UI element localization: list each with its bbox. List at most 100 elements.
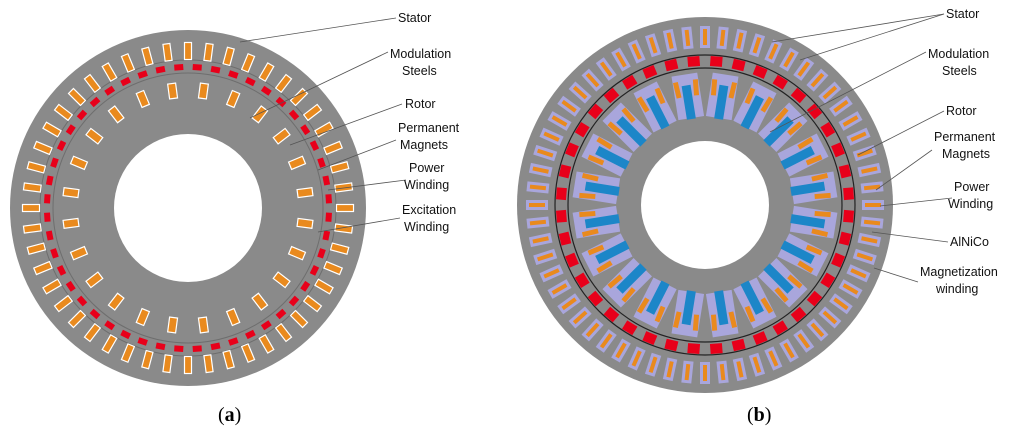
machine-a-permanent-magnet: [44, 212, 51, 222]
leader-line: [873, 267, 919, 283]
machine-a-power-coil: [323, 260, 344, 276]
machine-b-power-coil: [599, 61, 613, 77]
machine-a-power-coil: [67, 87, 87, 107]
machine-a-excitation-coil: [296, 186, 314, 199]
leader-line: [769, 51, 927, 133]
machine-b-power-coil: [833, 99, 849, 113]
machine-b-magnetization-coil: [814, 192, 831, 200]
machine-b-magnetization-coil: [579, 192, 596, 200]
machine-b-power-coil: [797, 333, 811, 349]
label-b-magnetization-line1: Magnetization: [920, 265, 998, 279]
machine-b-power-coil: [861, 166, 878, 174]
machine-b-power-coil: [842, 115, 859, 127]
machine-b-alnico: [616, 263, 647, 294]
machine-b-magnetization-coil: [774, 107, 789, 123]
machine-b-power-coil: [810, 322, 825, 338]
machine-b-permanent-magnet: [558, 231, 572, 246]
machine-a-power-coil: [83, 73, 102, 94]
machine-b-power-coil: [863, 219, 881, 226]
machine-a-power-coil: [42, 278, 62, 295]
machine-a-excitation-coil: [135, 307, 151, 327]
machine-b-magnetization-coil: [760, 96, 774, 113]
machine-a-shaft-bore: [114, 134, 262, 282]
machine-b-power-coil: [631, 43, 642, 60]
machine-a-permanent-magnet: [76, 109, 88, 121]
label-a-pm-line1: Permanent: [398, 121, 460, 135]
label-b-rotor: Rotor: [946, 104, 977, 118]
machine-b-magnetization-coil: [760, 297, 774, 314]
machine-a-power-coil: [274, 322, 293, 343]
machine-a-airgap-inner: [52, 72, 324, 344]
machine-a-power-coil: [101, 334, 118, 354]
machine-b-magnetization-coil: [744, 305, 756, 323]
machine-a-power-coil: [22, 223, 42, 234]
machine-b-power-coil: [719, 29, 726, 47]
caption-a-letter: a: [225, 404, 235, 426]
machine-a: [10, 30, 366, 386]
machine-a-excitation-coil: [62, 186, 80, 199]
machine-a-power-coil: [203, 354, 214, 374]
leader-line: [239, 17, 397, 43]
machine-b-power-coil: [850, 268, 867, 279]
machine-b-power-coil: [736, 32, 744, 49]
machine-b-magnetization-coil: [728, 81, 738, 99]
machine-b-power-coil: [585, 72, 600, 88]
labels-b: Stator Modulation Steels Rotor Permanent…: [920, 7, 998, 296]
leader-line: [857, 110, 945, 156]
machine-a-permanent-magnet: [137, 70, 148, 79]
machine-a-permanent-magnet: [174, 64, 184, 71]
leader-line: [327, 179, 407, 191]
machine-b-magnetization-coil: [805, 244, 823, 256]
machine-b-magnetization-coil: [607, 274, 623, 289]
caption-a: (a): [218, 404, 241, 426]
machine-b-permanent-magnet: [622, 320, 638, 336]
machine-b-power-coil: [842, 283, 859, 295]
machine-b-power-coil: [551, 283, 568, 295]
machine-b: [517, 17, 893, 393]
machine-b-permanent-magnet: [622, 74, 638, 90]
machine-a-power-coil: [302, 103, 323, 122]
machine-b-magnetization-coil: [621, 107, 636, 123]
machine-b-magnetization-coil: [787, 121, 803, 136]
machine-b-alnico: [780, 146, 815, 170]
label-a-power-line2: Winding: [404, 178, 449, 192]
machine-b-magnetization-coil: [692, 314, 700, 331]
machine-a-permanent-magnet: [174, 345, 184, 352]
machine-b-airgap-outer: [554, 54, 856, 356]
machine-b-permanent-magnet: [731, 338, 746, 352]
machine-b-permanent-magnet: [687, 55, 701, 67]
machine-a-power-coil: [21, 203, 41, 213]
label-a-excitation-line1: Excitation: [402, 203, 456, 217]
machine-a-permanent-magnet: [120, 76, 132, 87]
machine-a-power-coil: [334, 223, 354, 234]
machine-b-power-coil: [810, 72, 825, 88]
label-a-stator: Stator: [398, 11, 431, 25]
machine-b-alnico: [740, 95, 764, 130]
machine-b-power-coil: [529, 203, 545, 207]
machine-b-alnico: [681, 84, 696, 120]
machine-a-permanent-magnet: [44, 194, 51, 204]
machine-b-magnetization-coil: [579, 210, 596, 218]
machine-a-power-coil: [42, 121, 62, 138]
machine-b-permanent-magnet: [603, 306, 620, 323]
machine-a-excitation-coil: [69, 155, 89, 171]
machine-b-power-coil: [532, 166, 549, 174]
machine-a-power-coil: [26, 161, 47, 174]
machine-a-excitation-coil: [166, 316, 179, 334]
machine-b-magnetization-coil: [797, 260, 814, 274]
machine-b-permanent-magnet: [574, 122, 590, 138]
machine-a-permanent-magnet: [120, 329, 132, 340]
machine-b-permanent-magnet: [820, 122, 836, 138]
machine-a-power-coil: [323, 140, 344, 156]
machine-a-power-coil: [335, 203, 355, 213]
label-b-power-line2: Winding: [948, 197, 993, 211]
machine-b-magnetization-coil: [654, 87, 666, 105]
machine-b-permanent-magnet: [838, 231, 852, 246]
machine-b-permanent-magnet: [709, 55, 723, 67]
machine-b-alnico: [790, 181, 826, 196]
machine-b-power-coil: [615, 342, 627, 359]
machine-a-excitation-coil: [135, 89, 151, 109]
caption-b-close: ): [765, 404, 772, 426]
machine-b-power-coil: [543, 268, 560, 279]
